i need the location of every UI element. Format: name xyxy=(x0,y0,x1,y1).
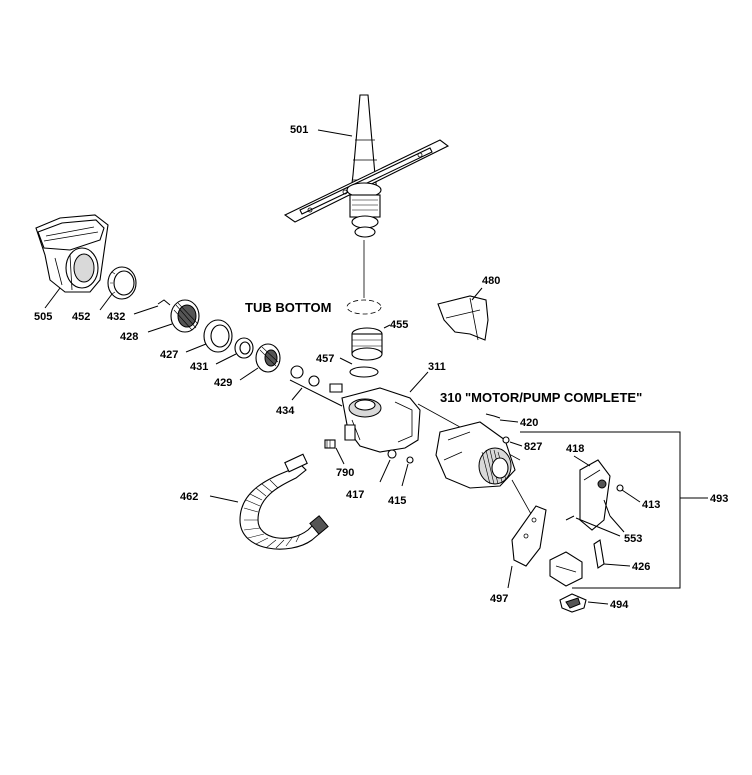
chopper-blade-part xyxy=(170,299,200,333)
callout-418: 418 xyxy=(566,443,584,455)
callout-462: 462 xyxy=(180,491,198,503)
callout-429: 429 xyxy=(214,377,232,389)
washer-nut-434-part xyxy=(290,365,343,393)
leader-311 xyxy=(409,371,429,393)
callout-494: 494 xyxy=(610,599,629,611)
callout-431: 431 xyxy=(190,361,208,373)
screw-415-part xyxy=(406,456,414,464)
callout-505: 505 xyxy=(34,311,52,323)
callout-415: 415 xyxy=(388,495,406,507)
axis-434 xyxy=(289,379,343,407)
leader-429 xyxy=(239,367,259,381)
callout-501: 501 xyxy=(290,124,308,136)
callout-311: 311 xyxy=(428,361,446,373)
pump-cover-480-part xyxy=(437,295,489,341)
oring-457-part xyxy=(349,366,379,378)
callout-413: 413 xyxy=(642,499,660,511)
seal-ring-427-part xyxy=(203,319,233,353)
leader-434 xyxy=(291,387,303,401)
leader-505 xyxy=(44,287,61,309)
callout-420: 420 xyxy=(520,417,538,429)
callout-452: 452 xyxy=(72,311,90,323)
seal-ring-431-part xyxy=(234,337,254,359)
fitting-790-part xyxy=(324,439,336,449)
leader-553b xyxy=(609,515,625,533)
pump-seal-455-part xyxy=(351,327,383,361)
tub-bottom-label: TUB BOTTOM xyxy=(245,300,331,315)
leader-415 xyxy=(401,463,409,487)
spring-432-part xyxy=(157,299,171,306)
callout-790: 790 xyxy=(336,467,354,479)
leader-413 xyxy=(621,489,641,503)
hose-clamp-part xyxy=(107,266,137,300)
leader-431 xyxy=(215,353,237,365)
leader-501 xyxy=(317,129,353,137)
tub-bottom-gasket xyxy=(346,299,382,315)
leader-494 xyxy=(587,601,609,605)
leader-418 xyxy=(573,455,591,467)
callout-553: 553 xyxy=(624,533,642,545)
drain-hose-part xyxy=(239,453,329,550)
callout-417: 417 xyxy=(346,489,364,501)
washer-417-part xyxy=(387,449,397,459)
leader-827 xyxy=(509,441,523,447)
leader-455 xyxy=(383,324,391,329)
callout-455: 455 xyxy=(390,319,408,331)
leader-427 xyxy=(185,343,207,353)
mount-bracket-part xyxy=(549,551,583,587)
bracket-418-part xyxy=(579,459,611,531)
impeller-part xyxy=(255,343,281,373)
leader-452 xyxy=(99,293,113,311)
callout-493: 493 xyxy=(710,493,728,505)
pump-body-311-part xyxy=(341,387,421,453)
callout-427: 427 xyxy=(160,349,178,361)
callout-426: 426 xyxy=(632,561,650,573)
callout-497: 497 xyxy=(490,593,508,605)
callout-827: 827 xyxy=(524,441,542,453)
leader-462 xyxy=(209,495,239,503)
spray-arm-part xyxy=(283,94,450,238)
screw-413-part xyxy=(616,484,624,492)
leader-426 xyxy=(603,563,631,567)
motor-bracket-497-part xyxy=(511,505,547,567)
assembly-bracket-493 xyxy=(520,431,681,589)
callout-432: 432 xyxy=(107,311,125,323)
bracket-426-part xyxy=(593,539,605,569)
motor-pump-prefix: 310 xyxy=(440,390,462,405)
callout-480: 480 xyxy=(482,275,500,287)
callout-457: 457 xyxy=(316,353,334,365)
leader-790 xyxy=(335,447,345,465)
leader-420 xyxy=(499,419,519,423)
leader-417 xyxy=(379,459,391,483)
leader-497 xyxy=(507,565,513,589)
motor-part xyxy=(417,403,521,489)
leader-432 xyxy=(133,305,159,315)
motor-pump-label: "MOTOR/PUMP COMPLETE" xyxy=(465,390,642,405)
spring-553-part xyxy=(565,499,611,521)
leader-480 xyxy=(471,287,483,301)
leader-428 xyxy=(147,323,173,333)
drain-housing-part xyxy=(35,214,109,293)
callout-428: 428 xyxy=(120,331,138,343)
clip-420-part xyxy=(485,413,501,419)
clip-494-part xyxy=(559,593,587,613)
leader-553a xyxy=(575,517,621,537)
callout-434: 434 xyxy=(276,405,295,417)
leader-457 xyxy=(339,357,353,365)
screw-827-part xyxy=(502,436,510,444)
